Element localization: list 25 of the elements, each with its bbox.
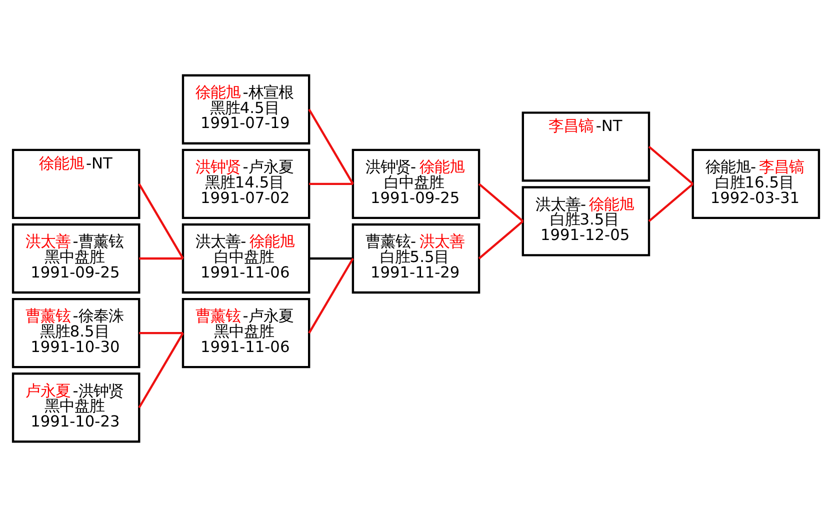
- node-box: 曹薰铉-徐奉洙 黑胜8.5目 1991-10-30: [12, 298, 140, 368]
- node-box: 洪太善-曹薰铉 黑中盘胜 1991-09-25: [12, 223, 140, 294]
- connector: [478, 183, 524, 222]
- node-box: 洪太善-徐能旭 白中盘胜 1991-11-06: [182, 223, 310, 294]
- node-box: 徐能旭-李昌镐 白胜16.5目 1992-03-31: [692, 148, 820, 220]
- connector: [648, 146, 694, 185]
- node-box: 卢永夏-洪钟贤 黑中盘胜 1991-10-23: [12, 372, 140, 443]
- node-box: 徐能旭-林宣根 黑胜4.5目 1991-07-19: [182, 74, 310, 144]
- node-box: 曹薰铉-洪太善 白胜5.5目 1991-11-29: [352, 223, 480, 294]
- connector: [648, 183, 694, 222]
- connector: [309, 257, 353, 260]
- connector: [139, 332, 183, 334]
- node-box: 洪钟贤-徐能旭 白中盘胜 1991-09-25: [352, 148, 480, 220]
- connector: [478, 220, 524, 260]
- connector: [138, 332, 184, 408]
- node-box: 曹薰铉-卢永夏 黑中盘胜 1991-11-06: [182, 298, 310, 368]
- node-box: 洪太善-徐能旭 白胜3.5目 1991-12-05: [522, 186, 650, 256]
- connector: [139, 257, 183, 260]
- node-box: 徐能旭-NT: [12, 148, 140, 220]
- node-box: 李昌镐-NT: [522, 112, 650, 182]
- connector: [308, 108, 354, 184]
- connector: [138, 183, 184, 260]
- connector: [308, 258, 354, 334]
- connector: [309, 182, 353, 186]
- node-box: 洪钟贤-卢永夏 黑胜14.5目 1991-07-02: [182, 148, 310, 220]
